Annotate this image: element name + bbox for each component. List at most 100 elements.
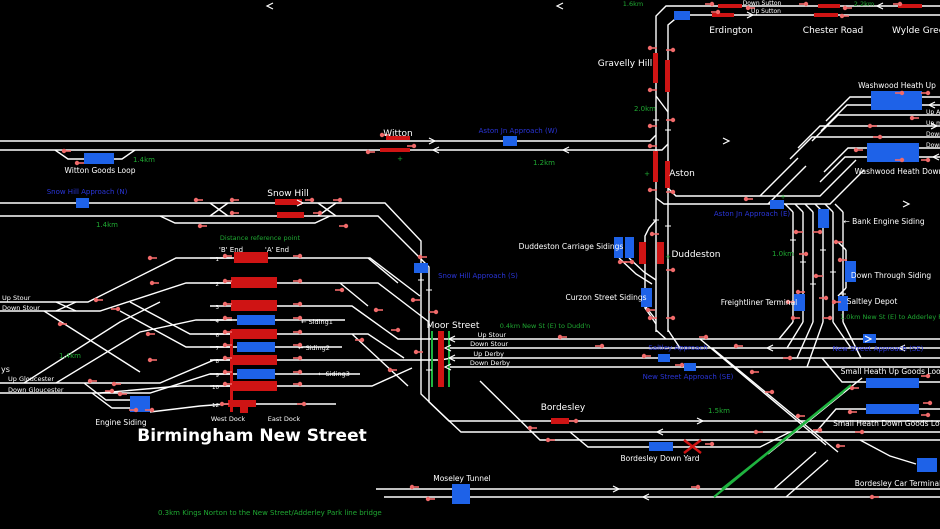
signal-icon[interactable] <box>57 321 63 327</box>
signal-icon[interactable] <box>733 343 739 349</box>
signal-icon[interactable] <box>387 367 393 373</box>
signal-icon[interactable] <box>867 123 873 129</box>
train-berth[interactable] <box>770 200 784 209</box>
signal-icon[interactable] <box>749 369 755 375</box>
train-berth[interactable] <box>794 294 805 311</box>
signal-icon[interactable] <box>115 306 121 312</box>
signal-icon[interactable] <box>317 210 323 216</box>
signal-icon[interactable] <box>817 427 823 433</box>
signal-icon[interactable] <box>649 231 655 237</box>
signal-icon[interactable] <box>229 210 235 216</box>
signal-icon[interactable] <box>925 157 931 163</box>
signal-icon[interactable] <box>133 407 139 413</box>
signal-icon[interactable] <box>339 287 345 293</box>
signal-icon[interactable] <box>715 9 721 15</box>
signal-icon[interactable] <box>709 441 715 447</box>
signal-icon[interactable] <box>877 134 883 140</box>
signal-icon[interactable] <box>927 400 933 406</box>
signal-icon[interactable] <box>222 315 228 321</box>
signal-icon[interactable] <box>897 1 903 7</box>
train-berth[interactable] <box>871 91 922 110</box>
signal-icon[interactable] <box>670 117 676 123</box>
signal-icon[interactable] <box>222 355 228 361</box>
signal-icon[interactable] <box>409 484 415 490</box>
signal-icon[interactable] <box>629 259 635 265</box>
signal-icon[interactable] <box>647 187 653 193</box>
signal-icon[interactable] <box>670 315 676 321</box>
signal-icon[interactable] <box>359 337 365 343</box>
signal-icon[interactable] <box>149 280 155 286</box>
signal-icon[interactable] <box>417 254 423 260</box>
signal-icon[interactable] <box>297 381 303 387</box>
signal-icon[interactable] <box>87 378 93 384</box>
train-berth[interactable] <box>684 363 696 371</box>
train-berth[interactable] <box>84 153 114 164</box>
signal-icon[interactable] <box>839 13 845 19</box>
signal-icon[interactable] <box>219 401 225 407</box>
train-berth[interactable] <box>641 288 652 307</box>
signal-icon[interactable] <box>909 115 915 121</box>
signal-icon[interactable] <box>827 315 833 321</box>
signal-icon[interactable] <box>647 87 653 93</box>
signal-icon[interactable] <box>337 197 343 203</box>
signal-icon[interactable] <box>670 189 676 195</box>
signal-icon[interactable] <box>899 157 905 163</box>
signal-icon[interactable] <box>787 355 793 361</box>
signal-icon[interactable] <box>433 309 439 315</box>
signal-icon[interactable] <box>193 197 199 203</box>
signal-icon[interactable] <box>557 334 563 340</box>
signal-icon[interactable] <box>425 496 431 502</box>
signal-icon[interactable] <box>899 90 905 96</box>
train-berth[interactable] <box>503 136 517 146</box>
signal-icon[interactable] <box>813 273 819 279</box>
signal-icon[interactable] <box>395 327 401 333</box>
signal-icon[interactable] <box>365 149 371 155</box>
signal-icon[interactable] <box>222 381 228 387</box>
signal-icon[interactable] <box>145 331 151 337</box>
signal-icon[interactable] <box>837 257 843 263</box>
train-berth[interactable] <box>237 369 275 379</box>
signal-icon[interactable] <box>297 315 303 321</box>
signal-icon[interactable] <box>297 253 303 259</box>
signal-icon[interactable] <box>925 373 931 379</box>
signal-icon[interactable] <box>793 229 799 235</box>
signal-icon[interactable] <box>197 223 203 229</box>
signal-icon[interactable] <box>647 123 653 129</box>
signal-icon[interactable] <box>147 255 153 261</box>
train-berth[interactable] <box>237 315 275 325</box>
signal-icon[interactable] <box>645 307 651 313</box>
signal-icon[interactable] <box>149 407 155 413</box>
signal-icon[interactable] <box>93 297 99 303</box>
train-berth[interactable] <box>625 237 634 258</box>
signal-icon[interactable] <box>817 229 823 235</box>
signal-icon[interactable] <box>297 342 303 348</box>
train-berth[interactable] <box>674 11 690 20</box>
train-berth[interactable] <box>866 404 919 414</box>
signal-icon[interactable] <box>753 429 759 435</box>
signal-icon[interactable] <box>74 160 80 166</box>
signal-icon[interactable] <box>109 388 115 394</box>
signal-icon[interactable] <box>222 342 228 348</box>
signal-icon[interactable] <box>842 5 848 11</box>
signal-icon[interactable] <box>641 353 647 359</box>
signal-icon[interactable] <box>647 143 653 149</box>
signal-icon[interactable] <box>545 437 551 443</box>
signal-icon[interactable] <box>410 297 416 303</box>
signal-icon[interactable] <box>222 369 228 375</box>
signal-icon[interactable] <box>147 357 153 363</box>
signal-icon[interactable] <box>373 307 379 313</box>
signal-icon[interactable] <box>222 329 228 335</box>
signal-icon[interactable] <box>573 418 579 424</box>
train-berth[interactable] <box>649 442 673 451</box>
signal-icon[interactable] <box>869 494 875 500</box>
train-berth[interactable] <box>452 484 470 504</box>
signal-icon[interactable] <box>647 315 653 321</box>
signal-icon[interactable] <box>343 223 349 229</box>
signal-icon[interactable] <box>413 349 419 355</box>
train-berth[interactable] <box>76 198 89 208</box>
signal-icon[interactable] <box>222 301 228 307</box>
signal-icon[interactable] <box>925 90 931 96</box>
signal-icon[interactable] <box>297 278 303 284</box>
signal-icon[interactable] <box>795 289 801 295</box>
signal-icon[interactable] <box>297 355 303 361</box>
